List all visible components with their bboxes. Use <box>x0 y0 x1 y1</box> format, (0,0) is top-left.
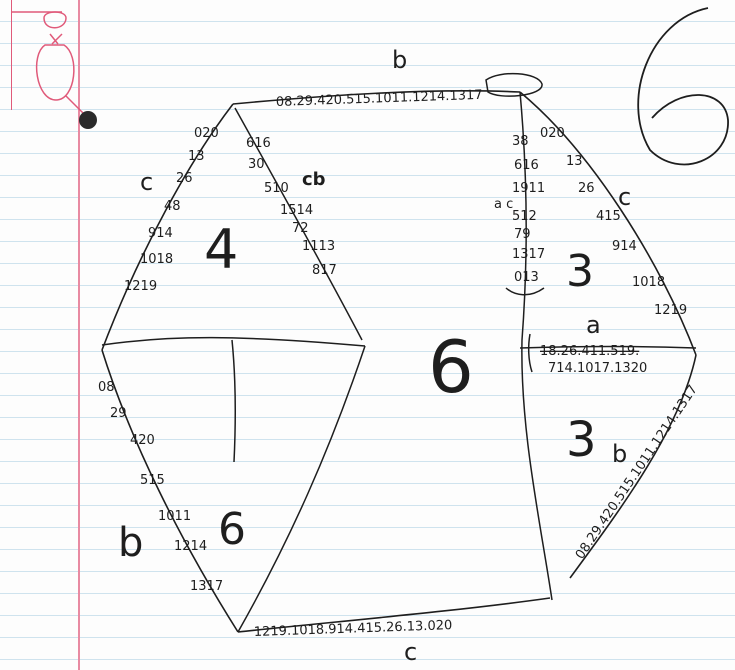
right-upper-number: 914 <box>612 239 637 254</box>
inner-left-number: 616 <box>246 136 271 151</box>
right-lower-edge-letter: b <box>612 440 627 468</box>
region-number-bottom-left: 6 <box>218 504 246 555</box>
inner-left-letters: cb <box>302 169 326 190</box>
left-lower-number: 420 <box>130 433 155 448</box>
right-table-letter: a <box>586 311 601 339</box>
inner-left-number: 72 <box>292 221 309 236</box>
inner-left-number: 1514 <box>280 203 313 218</box>
left-lower-number: 1317 <box>190 579 223 594</box>
corner-six-drawing <box>638 8 728 164</box>
left-upper-number: 48 <box>164 199 181 214</box>
inner-right-number: 1911 <box>512 181 545 196</box>
left-lower-number: 1011 <box>158 509 191 524</box>
region-number-right-lower: 3 <box>566 412 597 468</box>
doodle-sketch <box>12 12 86 116</box>
top-edge-letter: b <box>392 46 407 74</box>
right-lower-edge-numbers: 08.29.420.515.1011.1214.1317 <box>573 382 701 562</box>
right-upper-number: 26 <box>578 181 595 196</box>
right-upper-number: 1018 <box>632 275 665 290</box>
region-number-top-left: 4 <box>204 218 238 281</box>
left-upper-edge-letter: c <box>140 168 153 196</box>
left-lower-number: 515 <box>140 473 165 488</box>
right-table-row: 18.26.411.519. <box>540 344 639 359</box>
inner-right-number: 616 <box>514 158 539 173</box>
inner-left-number: 1113 <box>302 239 335 254</box>
left-lower-number: 29 <box>110 406 127 421</box>
inner-right-letters: a c <box>494 197 513 212</box>
left-lower-edge-letter: b <box>118 520 143 566</box>
left-upper-number: 26 <box>176 171 193 186</box>
inner-right-number: 1317 <box>512 247 545 262</box>
top-edge-numbers: 08.29.420.515.1011.1214.1317 <box>276 88 483 110</box>
right-upper-number: 1219 <box>654 303 687 318</box>
left-upper-number: 1219 <box>124 279 157 294</box>
region-number-right-upper: 3 <box>566 246 594 297</box>
bottom-edge-numbers: 1219.1018.914.415.26.13.020 <box>254 618 453 640</box>
inner-left-number: 510 <box>264 181 289 196</box>
left-upper-number: 13 <box>188 149 205 164</box>
right-table-row: 714.1017.1320 <box>548 361 647 376</box>
ink-blot <box>79 111 97 129</box>
inner-right-number: 38 <box>512 134 529 149</box>
inner-right-number: 013 <box>514 270 539 285</box>
region-number-center: 6 <box>428 325 474 409</box>
inner-left-number: 817 <box>312 263 337 278</box>
inner-right-number: 79 <box>514 227 531 242</box>
corner-region-number: 6 <box>640 109 641 111</box>
bottom-edge-letter: c <box>404 638 417 666</box>
right-upper-edge-letter: c <box>618 183 631 211</box>
left-upper-number: 914 <box>148 226 173 241</box>
left-upper-number: 1018 <box>140 252 173 267</box>
right-upper-number: 415 <box>596 209 621 224</box>
left-lower-number: 08 <box>98 380 115 395</box>
inner-left-number: 30 <box>248 157 265 172</box>
inner-right-number: 512 <box>512 209 537 224</box>
right-upper-number: 13 <box>566 154 583 169</box>
left-upper-number: 020 <box>194 126 219 141</box>
right-upper-number: 020 <box>540 126 565 141</box>
left-lower-number: 1214 <box>174 539 207 554</box>
